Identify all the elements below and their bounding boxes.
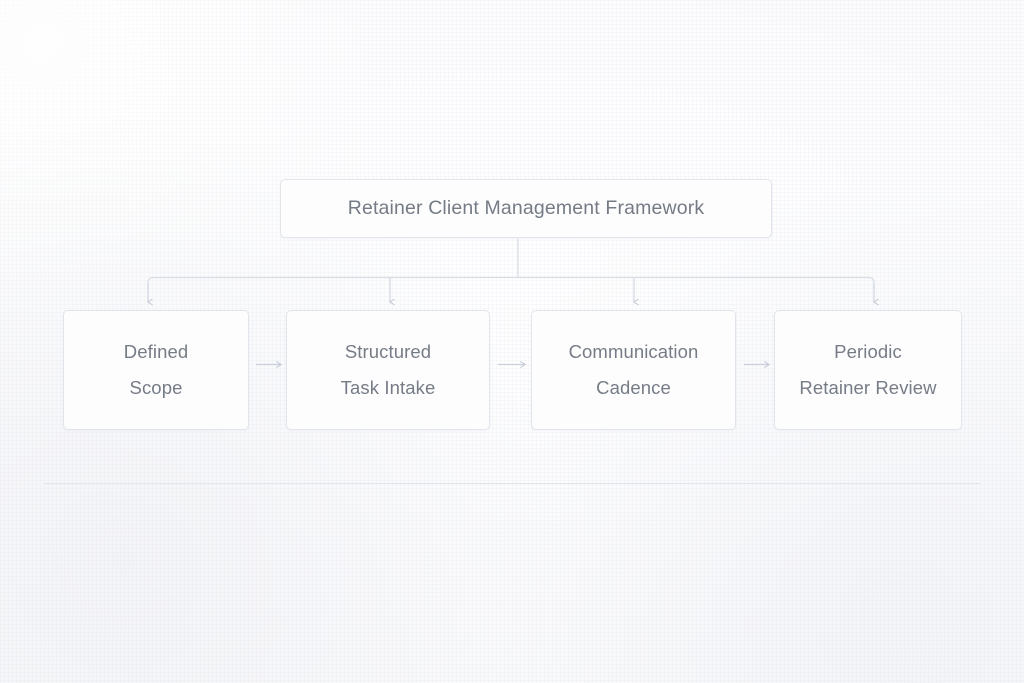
node-label-line-2: Task Intake — [340, 377, 436, 398]
footer-divider — [44, 483, 980, 484]
node-structured-task-intake[interactable]: Structured Task Intake — [286, 310, 490, 430]
root-node-retainer-client-management-framework[interactable]: Retainer Client Management Framework — [280, 179, 772, 238]
distribution-bus-connector — [147, 276, 875, 291]
node-label-line-2: Scope — [129, 377, 183, 398]
root-node-label: Retainer Client Management Framework — [347, 197, 705, 219]
node-communication-cadence[interactable]: Communication Cadence — [531, 310, 736, 430]
node-label-line-1: Structured — [344, 340, 432, 362]
node-label-line-1: Communication — [568, 340, 699, 362]
node-label-line-2: Retainer Review — [799, 377, 937, 398]
node-label-line-2: Cadence — [596, 377, 671, 398]
node-periodic-retainer-review[interactable]: Periodic Retainer Review — [774, 310, 962, 430]
node-label-line-1: Periodic — [834, 340, 902, 362]
node-defined-scope[interactable]: Defined Scope — [63, 310, 249, 430]
node-label-line-1: Defined — [123, 340, 189, 362]
